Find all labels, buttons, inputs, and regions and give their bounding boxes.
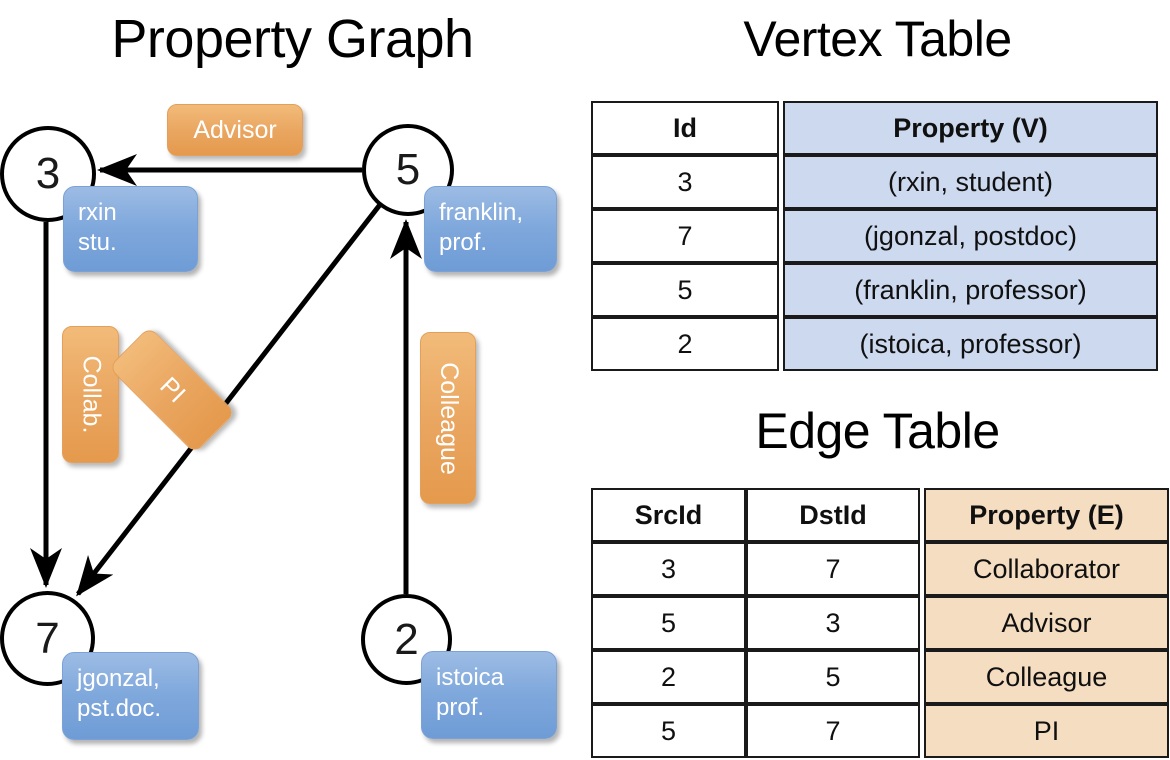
- edge-table-header-dstid: DstId: [746, 488, 920, 542]
- node-property-rxin-line1: rxin: [78, 199, 117, 226]
- node-property-rxin-line2: stu.: [78, 229, 117, 256]
- table-row[interactable]: 7 (jgonzal, postdoc): [591, 209, 1158, 263]
- vertex-cell-id: 3: [591, 155, 779, 209]
- property-graph-diagram: 3 5 7 2 rxin stu. franklin, prof. jgonza…: [0, 104, 557, 740]
- edge-table: SrcId DstId Property (E) 3 7 Collaborato…: [591, 488, 1169, 758]
- vertex-cell-property: (franklin, professor): [783, 263, 1158, 317]
- vertex-table: Id Property (V) 3 (rxin, student) 7 (jgo…: [591, 101, 1158, 371]
- edge-cell-srcid: 5: [591, 596, 746, 650]
- edge-cell-dstid: 3: [746, 596, 920, 650]
- edge-label-collab-text: Collab.: [77, 355, 106, 434]
- table-row[interactable]: 3 7 Collaborator: [591, 542, 1169, 596]
- vertex-table-header-id: Id: [591, 101, 779, 155]
- node-property-jgonzal-line1: jgonzal,: [77, 665, 160, 692]
- table-row[interactable]: 5 7 PI: [591, 704, 1169, 758]
- edge-cell-srcid: 3: [591, 542, 746, 596]
- node-property-istoica-line1: istoica: [436, 664, 505, 691]
- page-title-edge-table: Edge Table: [755, 403, 1000, 459]
- edge-label-colleague[interactable]: Colleague: [420, 332, 476, 504]
- edge-cell-property: Colleague: [924, 650, 1169, 704]
- table-row[interactable]: 5 3 Advisor: [591, 596, 1169, 650]
- graph-node-5[interactable]: 5: [362, 124, 454, 216]
- edge-cell-dstid: 7: [746, 542, 920, 596]
- vertex-table-header-property: Property (V): [783, 101, 1158, 155]
- node-property-franklin-line2: prof.: [439, 229, 488, 256]
- edge-cell-property: Collaborator: [924, 542, 1169, 596]
- vertex-cell-property: (rxin, student): [783, 155, 1158, 209]
- edge-label-pi-text: PI: [154, 371, 191, 408]
- edge-cell-dstid: 5: [746, 650, 920, 704]
- edge-cell-property: PI: [924, 704, 1169, 758]
- graph-node-5-label: 5: [395, 145, 421, 194]
- edge-label-advisor-text: Advisor: [193, 115, 277, 144]
- page-title-vertex-table: Vertex Table: [743, 11, 1012, 67]
- vertex-cell-id: 5: [591, 263, 779, 317]
- table-row[interactable]: 3 (rxin, student): [591, 155, 1158, 209]
- vertex-cell-id: 2: [591, 317, 779, 371]
- edge-label-advisor[interactable]: Advisor: [167, 104, 303, 156]
- edge-table-header-srcid: SrcId: [591, 488, 746, 542]
- node-property-franklin-line1: franklin,: [439, 199, 524, 226]
- edge-label-collab[interactable]: Collab.: [62, 326, 119, 463]
- edge-table-header-row: SrcId DstId Property (E): [591, 488, 1169, 542]
- page-title-property-graph: Property Graph: [111, 9, 474, 69]
- table-row[interactable]: 5 (franklin, professor): [591, 263, 1158, 317]
- node-property-box-jgonzal[interactable]: jgonzal, pst.doc.: [62, 652, 199, 740]
- table-row[interactable]: 2 (istoica, professor): [591, 317, 1158, 371]
- graph-node-2[interactable]: 2: [361, 594, 452, 685]
- node-property-box-istoica[interactable]: istoica prof.: [421, 651, 557, 739]
- graph-node-2-label: 2: [394, 614, 419, 664]
- vertex-table-header-row: Id Property (V): [591, 101, 1158, 155]
- edge-cell-dstid: 7: [746, 704, 920, 758]
- vertex-cell-property: (jgonzal, postdoc): [783, 209, 1158, 263]
- edge-table-header-property: Property (E): [924, 488, 1169, 542]
- graph-node-3-label: 3: [35, 149, 61, 198]
- graph-edge-lines: [30, 154, 422, 597]
- edge-cell-srcid: 2: [591, 650, 746, 704]
- vertex-cell-id: 7: [591, 209, 779, 263]
- node-property-box-franklin[interactable]: franklin, prof.: [424, 186, 557, 272]
- edge-cell-srcid: 5: [591, 704, 746, 758]
- graph-node-7-label: 7: [35, 613, 60, 663]
- node-property-istoica-line2: prof.: [436, 694, 485, 721]
- edge-cell-property: Advisor: [924, 596, 1169, 650]
- node-property-jgonzal-line2: pst.doc.: [77, 695, 162, 722]
- table-row[interactable]: 2 5 Colleague: [591, 650, 1169, 704]
- node-property-box-rxin[interactable]: rxin stu.: [63, 186, 198, 272]
- vertex-cell-property: (istoica, professor): [783, 317, 1158, 371]
- edge-line-pi: [76, 200, 384, 597]
- edge-label-colleague-text: Colleague: [434, 361, 463, 475]
